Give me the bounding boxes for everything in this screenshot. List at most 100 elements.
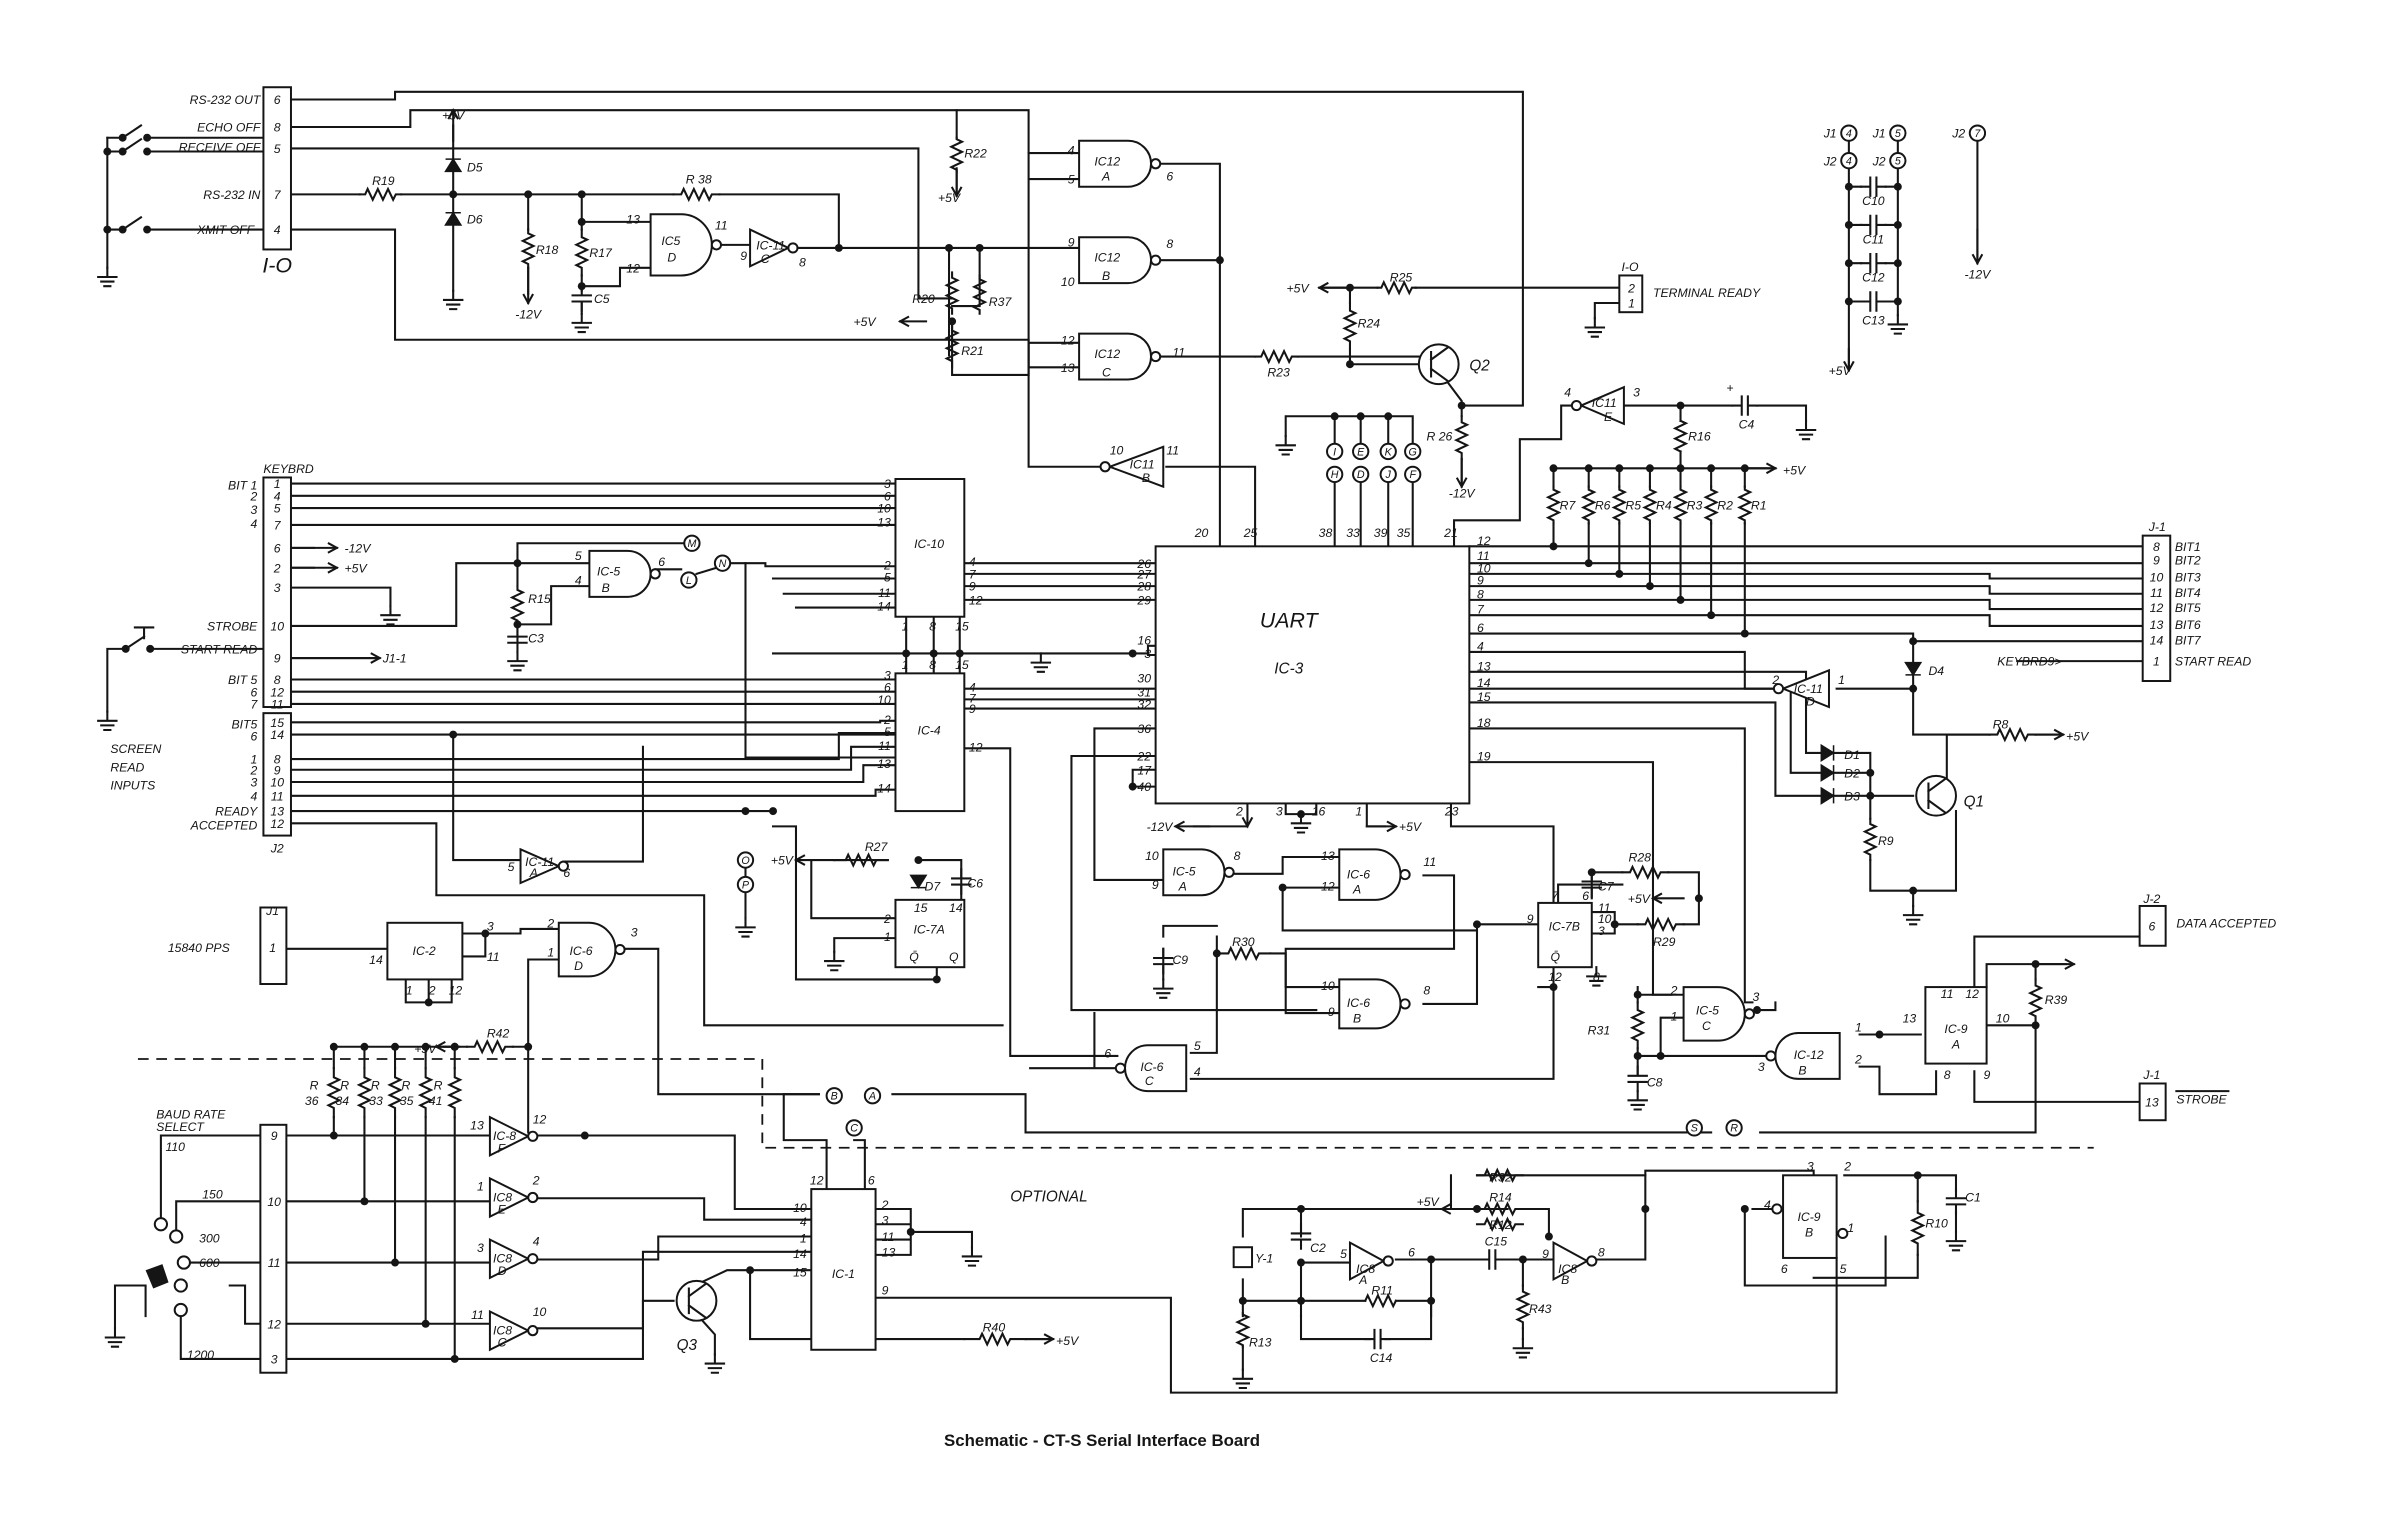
supply-arrow-icon [1043,1333,1056,1345]
label: 11 [878,586,891,600]
wire [1453,404,1578,548]
wire [289,562,591,644]
supply-arrow-icon [793,854,806,866]
transistor-leads [1429,345,1450,383]
junction-dot [449,190,458,199]
label: 12 [533,1112,547,1126]
junction-dot [421,1319,430,1328]
label: D [1357,469,1365,481]
label: 3 [250,776,257,790]
wire [1552,467,1746,488]
label: 12 [449,984,463,998]
label: IC-12 [1794,1048,1824,1062]
label: 35 [1397,526,1411,540]
wire [1468,670,1823,797]
label: 6 [1104,1046,1111,1060]
label: C11 [1863,232,1885,246]
label: 29 [1136,593,1151,607]
label: -12V [345,541,373,555]
label: 41 [429,1094,443,1108]
resistor-r42 [465,1038,514,1055]
label: R42 [487,1027,510,1041]
label: 10 [877,693,891,707]
wire [516,542,684,565]
label: D4 [1928,664,1944,678]
resistor-r40 [963,1331,1027,1347]
ic4 [894,672,966,813]
supply-arrow-icon [327,561,340,574]
wire [1552,522,1746,635]
label: 8 [274,121,281,135]
supply-arrow-icon [1455,477,1468,489]
supply-arrow-icon [1241,816,1254,829]
label: 9 [2153,554,2160,568]
label: 15 [270,716,284,730]
junction-dot [146,644,155,653]
label: SELECT [156,1120,205,1134]
junction-dot [580,1131,589,1140]
junction-dot [1844,259,1853,268]
capacitor-c6 [951,868,972,895]
label: 11 [2150,586,2163,600]
label: 3 [250,503,257,517]
ic9b [1782,1174,1838,1259]
test-point-icon [1352,465,1370,484]
label: C [1102,365,1111,379]
label: 14 [2150,633,2164,647]
label: 3 [884,668,891,682]
label: 8 [274,673,281,687]
label: 2 [1771,673,1779,687]
junction-dot [360,1042,369,1051]
wire [1189,935,1555,1080]
label: Q [949,950,959,964]
label: OPTIONAL [1010,1188,1087,1205]
label: R2 [1717,499,1733,513]
wire [159,1134,262,1360]
label: J2 [1872,154,1886,168]
wire [1430,1258,1555,1341]
rotary-switch-wiper-icon [145,1264,169,1289]
label: 4 [533,1235,540,1249]
label: +5V [414,1042,438,1056]
label: +5V [1783,463,1807,477]
wire [289,109,1081,155]
label: 4 [1477,639,1484,653]
label: 7 [1552,889,1560,903]
label: 14 [369,953,383,967]
diode-d5 [444,157,463,173]
test-point-icon [1379,465,1397,484]
junction-dot [1633,1051,1642,1060]
capacitor-c14 [1364,1328,1391,1350]
junction-dot [1297,1258,1305,1267]
label: R 38 [686,173,712,187]
ground-icon [1945,1230,1967,1252]
label: Q3 [677,1337,698,1354]
wire [1468,650,1777,690]
ground-icon [571,312,592,334]
capacitor-c13 [1860,291,1887,312]
supply-arrow-icon [1971,253,1984,266]
resistor-r1 [1737,485,1753,525]
j1-strobe-connector [2138,1082,2167,1122]
label: 9 [740,249,747,263]
label: J-1 [2148,520,2166,534]
label: IC8 [493,1252,512,1266]
label: 6 [868,1173,875,1187]
junction-dot [1356,412,1365,421]
label: 4 [1846,156,1852,168]
label: R [310,1079,319,1093]
label: START READ [181,642,258,656]
test-point-icon [683,534,701,552]
label: A [1358,1273,1367,1287]
junction-dot [1278,883,1287,892]
label: Q̄ [1550,950,1560,964]
label: XMIT OFF [196,223,256,237]
label: 14 [877,782,891,796]
label: IC8 [493,1323,512,1337]
label: IC-5 [1172,864,1195,878]
junction-dot [1473,920,1481,929]
label: E [1604,410,1613,424]
label: 8 [1944,1068,1951,1082]
inversion-bubble [1570,399,1583,412]
label: 3 [1807,1160,1814,1174]
